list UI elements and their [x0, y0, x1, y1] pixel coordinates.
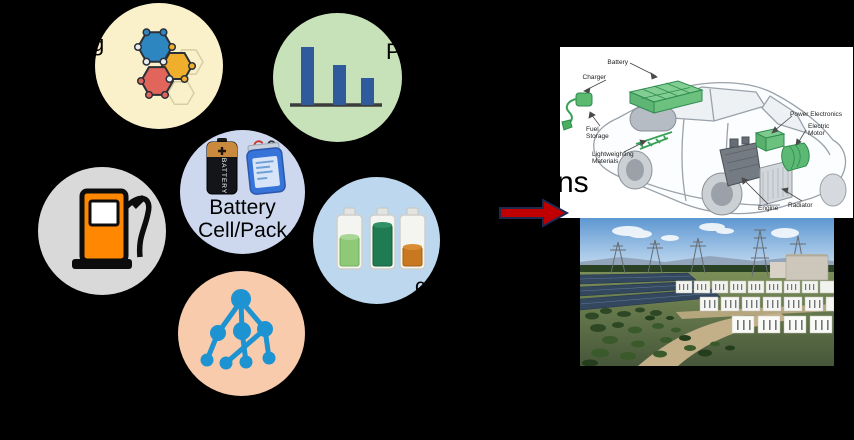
modeling-circle	[95, 3, 223, 129]
power-electronics-part	[754, 128, 786, 152]
ev-label-power-electronics: Power Electronics	[790, 111, 843, 118]
tree-network-icon	[200, 289, 276, 370]
hub-label-line2: Cell/Pack	[198, 219, 287, 242]
battery-cell-pack-circle: BATTERY Battery Cell/Pack	[180, 130, 305, 254]
ev-label-charger: Charger	[582, 74, 606, 81]
ev-label-lightweighting: Lightweighting Materials	[592, 151, 634, 165]
bushes	[585, 307, 662, 332]
grid-storage-render	[579, 218, 835, 367]
ev-cutaway-image: Battery Charger Fuel Storage Lightweight…	[560, 47, 853, 218]
grid-storage-image	[579, 218, 835, 367]
charger-part	[561, 92, 593, 131]
applications-label-fragment: ns	[557, 166, 589, 199]
battery-pack-icon	[246, 140, 286, 195]
ev-label-battery: Battery	[607, 59, 628, 66]
electric-motor-part	[781, 142, 810, 172]
bar-chart-icon	[290, 47, 382, 107]
ev-label-engine: Engine	[758, 205, 779, 212]
battery-pack-part	[628, 80, 704, 114]
fueling-circle	[38, 167, 166, 295]
ev-label-fuel-storage: Fuel Storage	[586, 126, 609, 140]
molecule-icon	[133, 28, 204, 106]
container-vents	[679, 284, 829, 330]
transmission-towers	[610, 229, 806, 277]
leader-lines	[583, 62, 807, 205]
engine-part	[719, 136, 762, 187]
modeling-label-fragment: g	[92, 31, 105, 56]
fuel-pump-icon	[72, 188, 152, 269]
state-of-charge-circle	[313, 177, 440, 304]
battery-levels-icon	[336, 207, 426, 270]
hub-label-line1: Battery	[209, 196, 276, 219]
svg-text:BATTERY: BATTERY	[220, 158, 227, 194]
ev-label-electric-motor: Electric Motor	[808, 123, 830, 137]
soc-label-fragment: c	[415, 275, 426, 298]
machine-learning-circle	[178, 271, 305, 396]
performance-label-fragment: P	[386, 39, 401, 64]
ev-label-radiator: Radiator	[788, 202, 813, 209]
performance-circle	[273, 13, 402, 142]
d-cell-battery-icon: BATTERY	[206, 138, 238, 195]
right-arrow	[499, 198, 570, 228]
ev-car-drawing	[561, 62, 847, 216]
radiator-part	[759, 159, 793, 207]
clouds	[612, 223, 799, 241]
